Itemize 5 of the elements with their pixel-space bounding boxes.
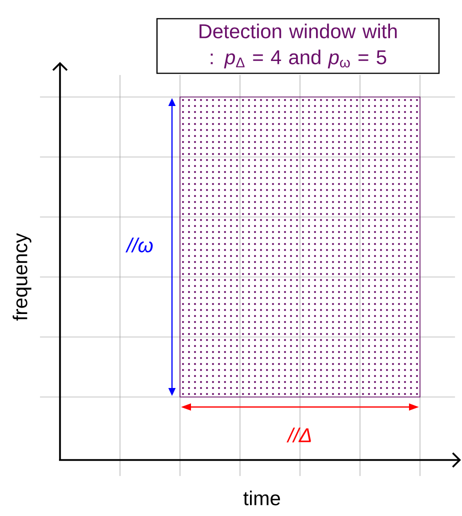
axis-label: time <box>243 490 280 506</box>
dimension-label: //ω <box>126 238 153 252</box>
axis-label: frequency <box>12 233 32 321</box>
dimension-label: //Δ <box>286 428 311 442</box>
title-box: Detection window with : p$_{Δ}$ = 4 and p$_{ω}$ = 5 <box>156 18 440 74</box>
